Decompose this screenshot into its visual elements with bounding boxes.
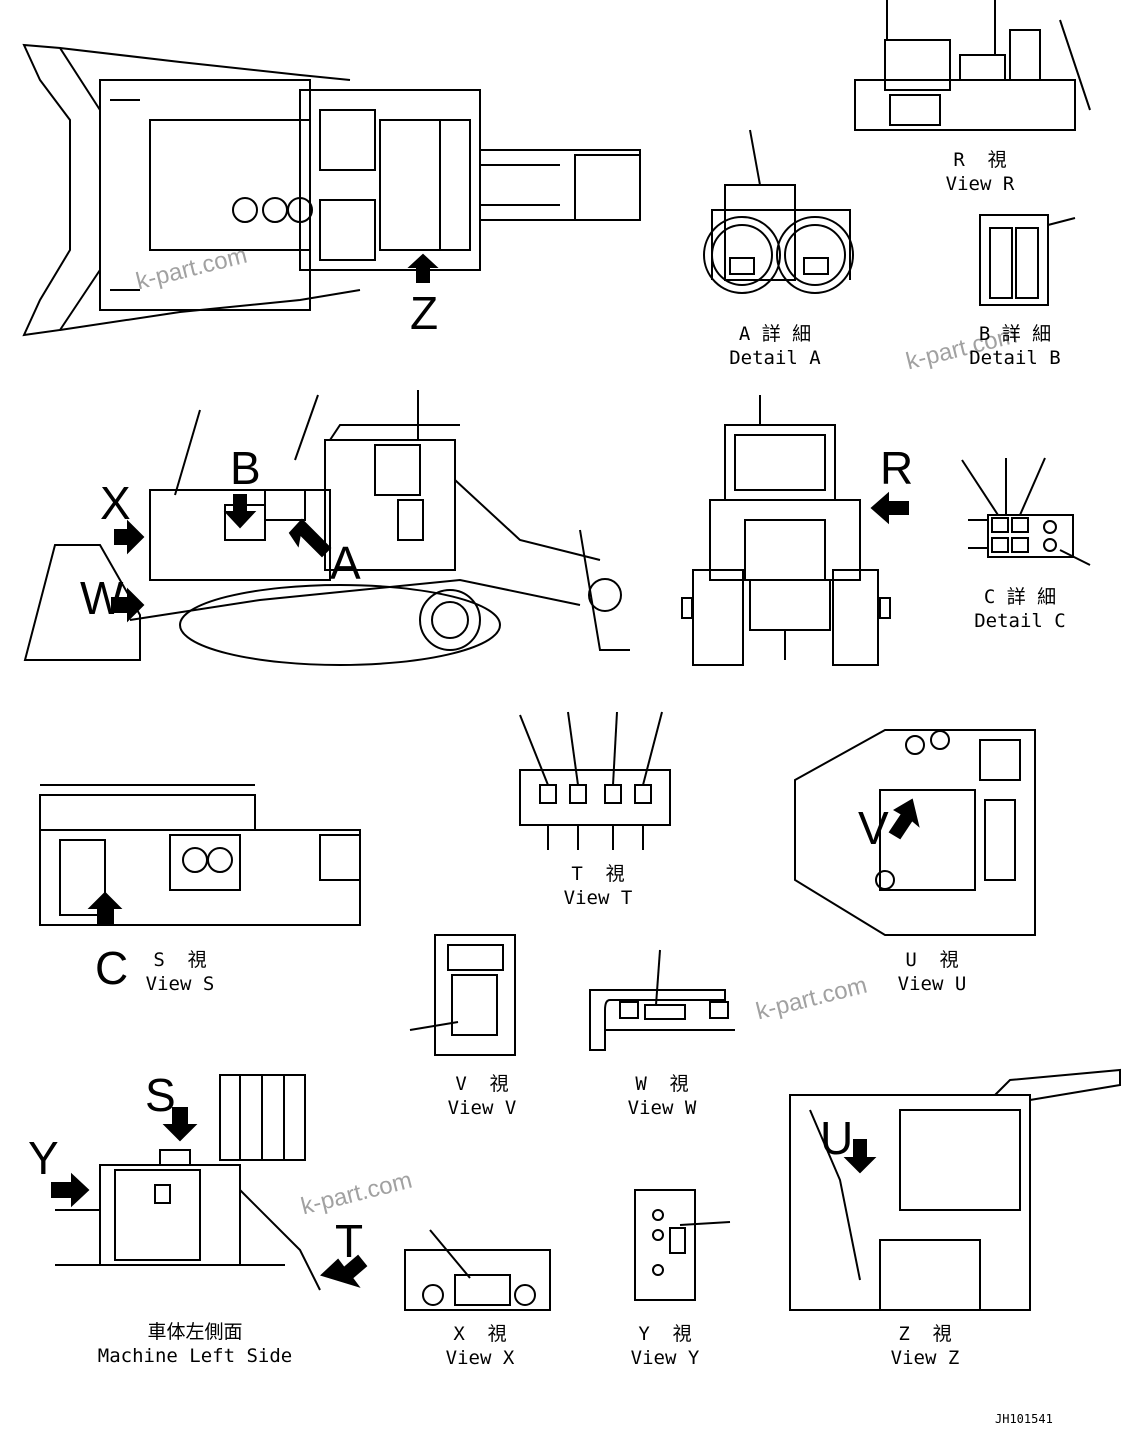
view-v-drawing (409, 934, 516, 1056)
arrow-s (162, 1107, 198, 1142)
top-view-machine (22, 43, 641, 337)
callout-a: A (330, 537, 361, 589)
arrow-u (843, 1139, 877, 1174)
view-z-caption-en: View Z (890, 1347, 960, 1369)
view-z-caption-jp: Z 視 (898, 1323, 952, 1345)
view-r-drawing (854, 0, 1091, 131)
view-u-drawing (794, 729, 1036, 936)
arrow-w (111, 587, 145, 623)
left-side-caption-en: Machine Left Side (97, 1345, 293, 1367)
view-v-caption-en: View V (447, 1097, 517, 1119)
view-x-caption-en: View X (445, 1347, 515, 1369)
arrow-z-top-view (407, 253, 439, 283)
detail-c-caption-en: Detail C (974, 610, 1066, 632)
side-view-machine (23, 390, 630, 666)
detail-a-caption-jp: A 詳 細 (738, 323, 812, 345)
view-y-drawing (634, 1189, 731, 1301)
view-r-caption-jp: R 視 (953, 149, 1007, 171)
callout-z-top: Z (410, 287, 439, 339)
drawing-code: JH101541 (995, 1412, 1053, 1426)
view-s-drawing (39, 784, 361, 926)
detail-c-drawing (961, 457, 1091, 566)
callout-y: Y (28, 1132, 59, 1184)
view-u-caption-en: View U (897, 973, 967, 995)
view-y-caption-jp: Y 視 (638, 1323, 692, 1345)
view-w-caption-jp: W 視 (635, 1073, 689, 1095)
detail-a-drawing (703, 129, 854, 294)
detail-b-caption-jp: B 詳 細 (978, 323, 1052, 345)
arrow-t (320, 1254, 368, 1288)
rear-view-machine (681, 395, 891, 666)
view-w-drawing (589, 949, 735, 1051)
left-side-drawing (55, 1074, 321, 1291)
view-r-caption-en: View R (945, 173, 1015, 195)
detail-a-caption-en: Detail A (729, 347, 821, 369)
view-v-caption-jp: V 視 (455, 1073, 509, 1095)
view-s-caption-jp: S 視 (153, 949, 207, 971)
view-s-caption-en: View S (145, 973, 215, 995)
detail-b-drawing (979, 214, 1076, 306)
arrow-c (87, 891, 123, 926)
view-x-caption-jp: X 視 (453, 1323, 507, 1345)
callout-s: S (145, 1069, 176, 1121)
view-x-drawing (404, 1229, 551, 1311)
view-w-caption-en: View W (627, 1097, 697, 1119)
callout-v: V (858, 802, 889, 854)
detail-b-caption-en: Detail B (969, 347, 1061, 369)
view-y-caption-en: View Y (630, 1347, 700, 1369)
callout-w: W (80, 572, 124, 624)
arrow-b (223, 494, 257, 529)
callout-c: C (95, 942, 129, 994)
view-u-caption-jp: U 視 (905, 949, 959, 971)
arrow-a (288, 518, 332, 558)
arrow-v (888, 798, 920, 840)
callout-r: R (880, 442, 914, 494)
detail-c-caption-jp: C 詳 細 (983, 586, 1057, 608)
view-t-caption-jp: T 視 (571, 863, 625, 885)
view-z-drawing (789, 1068, 1121, 1311)
callout-b: B (230, 442, 261, 494)
callout-x: X (100, 477, 131, 529)
arrow-y (51, 1172, 90, 1208)
left-side-caption-jp: 車体左側面 (147, 1321, 243, 1343)
callout-t: T (335, 1215, 364, 1267)
view-t-drawing (519, 711, 671, 850)
arrow-x (114, 519, 145, 555)
arrow-r (870, 491, 909, 525)
view-t-caption-en: View T (563, 887, 633, 909)
callout-u: U (820, 1112, 854, 1164)
